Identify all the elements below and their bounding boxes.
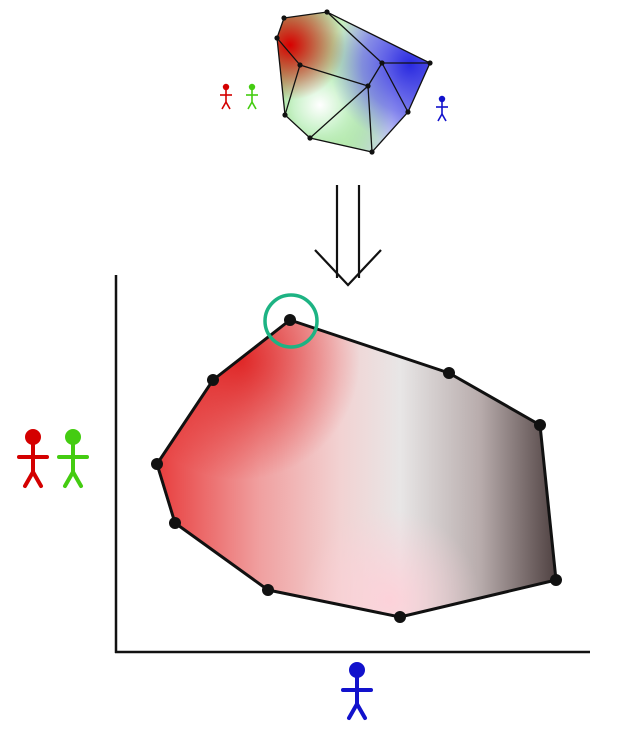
stick-figure-icon [220,83,232,110]
y-axis-figures [17,429,89,488]
highlight-circle [263,293,319,349]
double-down-arrow-icon [314,185,382,287]
stick-figure-icon [17,429,49,488]
projected-polygon [151,293,562,623]
projected-polygon-vertices [151,314,562,623]
stick-figure-icon [341,662,373,720]
top-polytope [274,9,433,155]
stick-figure-icon [436,95,448,122]
stick-figure-icon [246,83,258,110]
axes [114,275,590,654]
stick-figure-icon [57,429,89,488]
top-polytope-vertices [274,9,433,155]
projected-polygon-outline [155,318,558,619]
